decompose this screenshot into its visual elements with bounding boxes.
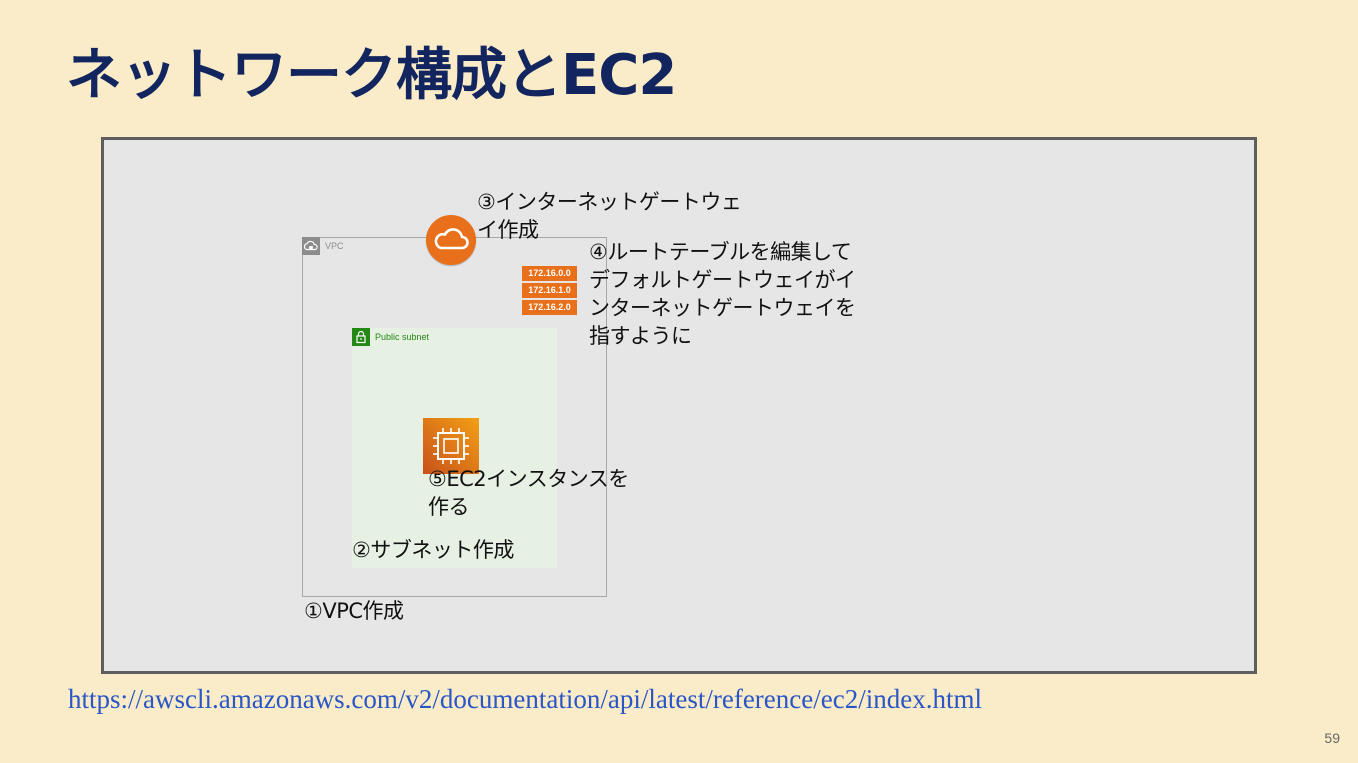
diagram-panel [101, 137, 1257, 674]
slide-title: ネットワーク構成とEC2 [66, 43, 677, 108]
vpc-cloud-lock-icon [302, 237, 320, 255]
route-table-row: 172.16.1.0 [522, 283, 577, 298]
subnet-label: Public subnet [375, 332, 430, 342]
reference-link[interactable]: https://awscli.amazonaws.com/v2/document… [68, 684, 982, 714]
page-number: 59 [1324, 730, 1340, 746]
padlock-icon [352, 328, 370, 346]
annotation-step1-vpc: ①VPC作成 [304, 599, 404, 623]
route-table-icon: 172.16.0.0 172.16.1.0 172.16.2.0 [522, 266, 577, 317]
route-table-row: 172.16.2.0 [522, 300, 577, 315]
route-table-row: 172.16.0.0 [522, 266, 577, 281]
annotation-step5-ec2: ⑤EC2インスタンスを 作る [428, 467, 629, 519]
ec2-chip-icon [423, 418, 479, 474]
internet-gateway-cloud-icon [426, 215, 476, 265]
vpc-label: VPC [325, 241, 344, 251]
annotation-step2-subnet: ②サブネット作成 [352, 538, 514, 562]
annotation-step4-route-table: ④ルートテーブルを編集して デフォルトゲートウェイがイ ンターネットゲートウェイ… [589, 240, 856, 348]
annotation-step3-igw: ③インターネットゲートウェ イ作成 [477, 190, 742, 242]
